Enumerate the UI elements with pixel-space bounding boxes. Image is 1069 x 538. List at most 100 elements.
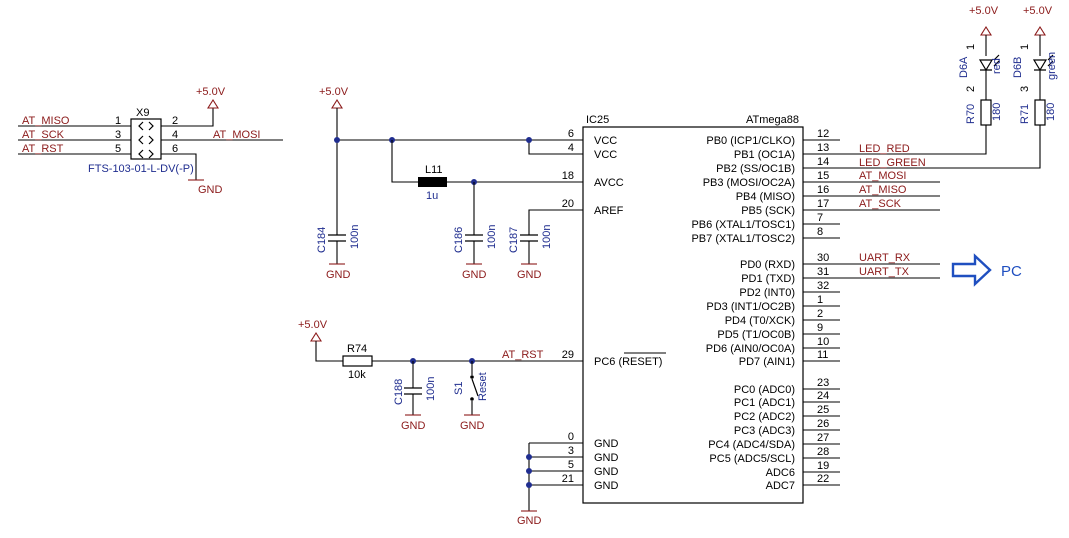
pin-name: PB1 (OC1A) bbox=[734, 149, 795, 161]
pin-number: 28 bbox=[817, 446, 829, 458]
l11-value: 1u bbox=[426, 190, 438, 202]
d6a-ref: D6A bbox=[958, 56, 970, 78]
pin-name: ADC6 bbox=[766, 467, 795, 479]
power-section: +5.0V L11 1u GND C184 100n GND C186 bbox=[316, 86, 583, 281]
pin-name: PC5 (ADC5/SCL) bbox=[709, 453, 795, 465]
pin-number: 27 bbox=[817, 432, 829, 444]
pin-number: 18 bbox=[562, 170, 574, 182]
pin-number: 5 bbox=[568, 459, 574, 471]
c186-gnd-label: GND bbox=[462, 269, 487, 281]
wire-aref bbox=[528, 209, 583, 235]
led-d6b-group: +5.0V 1 D6B green 3 R71 180 bbox=[1012, 5, 1058, 126]
pin-name: PC2 (ADC2) bbox=[734, 411, 795, 423]
reset-vcc-label: +5.0V bbox=[298, 319, 328, 331]
d6b-pin-a: 1 bbox=[1019, 44, 1031, 50]
pin-number: 8 bbox=[817, 226, 823, 238]
pin-number: 26 bbox=[817, 418, 829, 430]
x9-pin-4: 4 bbox=[172, 129, 178, 141]
r70-ref: R70 bbox=[965, 104, 977, 124]
pin-name: AREF bbox=[594, 205, 624, 217]
pin-name: PD1 (TXD) bbox=[741, 273, 795, 285]
pin-number: 29 bbox=[562, 349, 574, 361]
r74-resistor-icon bbox=[342, 355, 373, 367]
pin-name: VCC bbox=[594, 135, 617, 147]
x9-pin-3: 3 bbox=[115, 129, 121, 141]
reset-vcc-icon bbox=[310, 331, 322, 342]
pin-number: 23 bbox=[817, 377, 829, 389]
pin-number: 16 bbox=[817, 184, 829, 196]
c184-ref: C184 bbox=[316, 227, 328, 253]
d6b-supply-label: +5.0V bbox=[1023, 5, 1053, 17]
ic25: IC25 ATmega88 6VCC4VCC18AVCC20AREF29PC6 … bbox=[562, 114, 840, 504]
pin-number: 17 bbox=[817, 198, 829, 210]
x9-part: FTS-103-01-L-DV(-P) bbox=[88, 163, 194, 175]
pin-name: GND bbox=[594, 452, 619, 464]
pin-name: GND bbox=[594, 438, 619, 450]
pin-number: 20 bbox=[562, 198, 574, 210]
d6a-pin-k: 2 bbox=[965, 86, 977, 92]
net-at-sck: AT_SCK bbox=[859, 198, 902, 210]
s1-value: Reset bbox=[477, 372, 489, 401]
c184-value: 100n bbox=[349, 225, 361, 249]
d6a-supply-label: +5.0V bbox=[969, 5, 999, 17]
wire-led-red bbox=[803, 125, 987, 155]
net-uart-tx: UART_TX bbox=[859, 266, 910, 278]
led-d6a-group: +5.0V 1 D6A red 2 R70 180 bbox=[958, 5, 1003, 126]
pin-number: 9 bbox=[817, 322, 823, 334]
pin-number: 0 bbox=[568, 431, 574, 443]
r71-value: 180 bbox=[1045, 103, 1057, 121]
pin-number: 32 bbox=[817, 280, 829, 292]
pin-number: 2 bbox=[817, 308, 823, 320]
pin-number: 31 bbox=[817, 266, 829, 278]
pin-number: 4 bbox=[568, 142, 574, 154]
pin-name: AVCC bbox=[594, 177, 624, 189]
pin-name: PD5 (T1/OC0B) bbox=[717, 329, 795, 341]
wire-vcc-4 bbox=[528, 140, 583, 155]
pin-number: 10 bbox=[817, 336, 829, 348]
x9-pin-6: 6 bbox=[172, 143, 178, 155]
pin-name: PD0 (RXD) bbox=[740, 259, 795, 271]
led-green-icon bbox=[1032, 59, 1048, 72]
pin-number: 7 bbox=[817, 212, 823, 224]
r74-value: 10k bbox=[348, 369, 366, 381]
pin-number: 22 bbox=[817, 473, 829, 485]
net-led-red: LED_RED bbox=[859, 143, 910, 155]
x9-pin-5: 5 bbox=[115, 143, 121, 155]
pin-number: 25 bbox=[817, 404, 829, 416]
vcc-main-label: +5.0V bbox=[319, 86, 349, 98]
vcc-main-icon bbox=[331, 98, 343, 109]
c184-gnd-label: GND bbox=[326, 269, 351, 281]
r74-ref: R74 bbox=[347, 343, 367, 355]
pin-name: PB0 (ICP1/CLKO) bbox=[706, 135, 795, 147]
pin-name: VCC bbox=[594, 149, 617, 161]
net-led-green: LED_GREEN bbox=[859, 157, 926, 169]
pin-name: GND bbox=[594, 466, 619, 478]
d6b-ref: D6B bbox=[1012, 57, 1024, 78]
d6b-pin-k: 3 bbox=[1019, 86, 1031, 92]
r70-value: 180 bbox=[991, 103, 1003, 121]
c187-gnd-label: GND bbox=[517, 269, 542, 281]
pin-number: 12 bbox=[817, 128, 829, 140]
pin-name: PC3 (ADC3) bbox=[734, 425, 795, 437]
x9-ref: X9 bbox=[136, 107, 149, 119]
pin-name: PC1 (ADC1) bbox=[734, 397, 795, 409]
x9-vcc-icon bbox=[207, 98, 219, 109]
c187-value: 100n bbox=[541, 225, 553, 249]
pin-name: PD2 (INT0) bbox=[739, 287, 795, 299]
d6b-supply-icon bbox=[1034, 25, 1046, 36]
